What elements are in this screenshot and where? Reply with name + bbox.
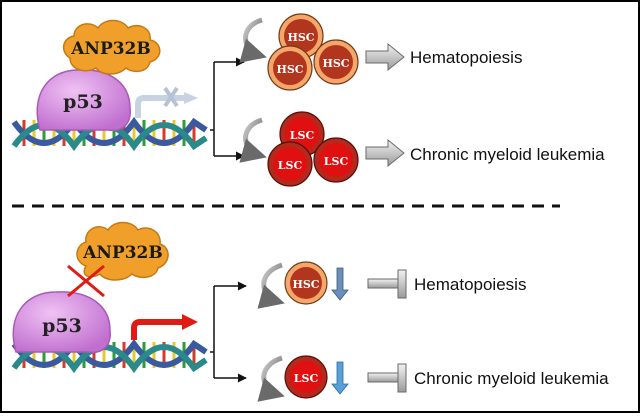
- anp32b-protein-top: ANP32B: [62, 19, 161, 75]
- transcription-arrow-icon: [131, 314, 198, 340]
- outcome-cml-bottom: Chronic myeloid leukemia: [414, 369, 609, 388]
- lsc-cell: LSC: [313, 137, 359, 183]
- down-arrow-icon: [331, 361, 349, 395]
- svg-text:HSC: HSC: [292, 278, 319, 291]
- p53-protein-bottom: p53: [12, 291, 111, 354]
- branch-connector-bottom: [210, 281, 247, 383]
- down-arrow-icon: [331, 267, 349, 301]
- outcome-cml-top: Chronic myeloid leukemia: [410, 145, 605, 164]
- self-renewal-arrow-icon: [257, 262, 285, 309]
- svg-text:HSC: HSC: [322, 57, 349, 70]
- outcome-hematopoiesis-top: Hematopoiesis: [410, 48, 522, 67]
- hsc-cell: HSC: [284, 261, 328, 305]
- inhibit-icon: [367, 363, 407, 393]
- hsc-cell: HSC: [267, 45, 313, 91]
- p53-label-top: p53: [63, 91, 103, 113]
- svg-text:LSC: LSC: [290, 129, 315, 142]
- p53-protein-top: p53: [36, 69, 131, 132]
- svg-text:LSC: LSC: [324, 155, 349, 168]
- svg-text:HSC: HSC: [276, 63, 303, 76]
- self-renewal-arrow-icon: [257, 355, 285, 402]
- right-arrow-icon: [365, 138, 405, 168]
- lsc-cluster-top: LSC LSC LSC: [267, 111, 359, 187]
- anp32b-protein-bottom: ANP32B: [76, 221, 169, 281]
- svg-text:LSC: LSC: [294, 372, 319, 385]
- svg-text:LSC: LSC: [278, 159, 303, 172]
- self-renewal-arrow-icon: [239, 17, 267, 63]
- inhibit-icon: [367, 269, 407, 299]
- dna-helix-bottom: [11, 338, 210, 374]
- anp32b-label-bottom: ANP32B: [82, 243, 163, 263]
- outcome-hematopoiesis-bottom: Hematopoiesis: [414, 275, 526, 294]
- hsc-cluster-top: HSC HSC HSC: [267, 13, 359, 91]
- right-arrow-icon: [365, 42, 405, 72]
- block-x-icon: [163, 86, 179, 108]
- block-x-icon: [67, 264, 105, 298]
- lsc-cell: LSC: [267, 141, 313, 187]
- self-renewal-arrow-icon: [239, 117, 267, 163]
- lsc-cell: LSC: [284, 355, 328, 399]
- svg-text:HSC: HSC: [287, 31, 314, 44]
- transcription-arrow-icon: [135, 86, 198, 118]
- p53-label-bottom: p53: [42, 315, 82, 337]
- hsc-cell: HSC: [313, 39, 359, 85]
- anp32b-label-top: ANP32B: [70, 39, 151, 59]
- branch-connector-top: [210, 57, 245, 161]
